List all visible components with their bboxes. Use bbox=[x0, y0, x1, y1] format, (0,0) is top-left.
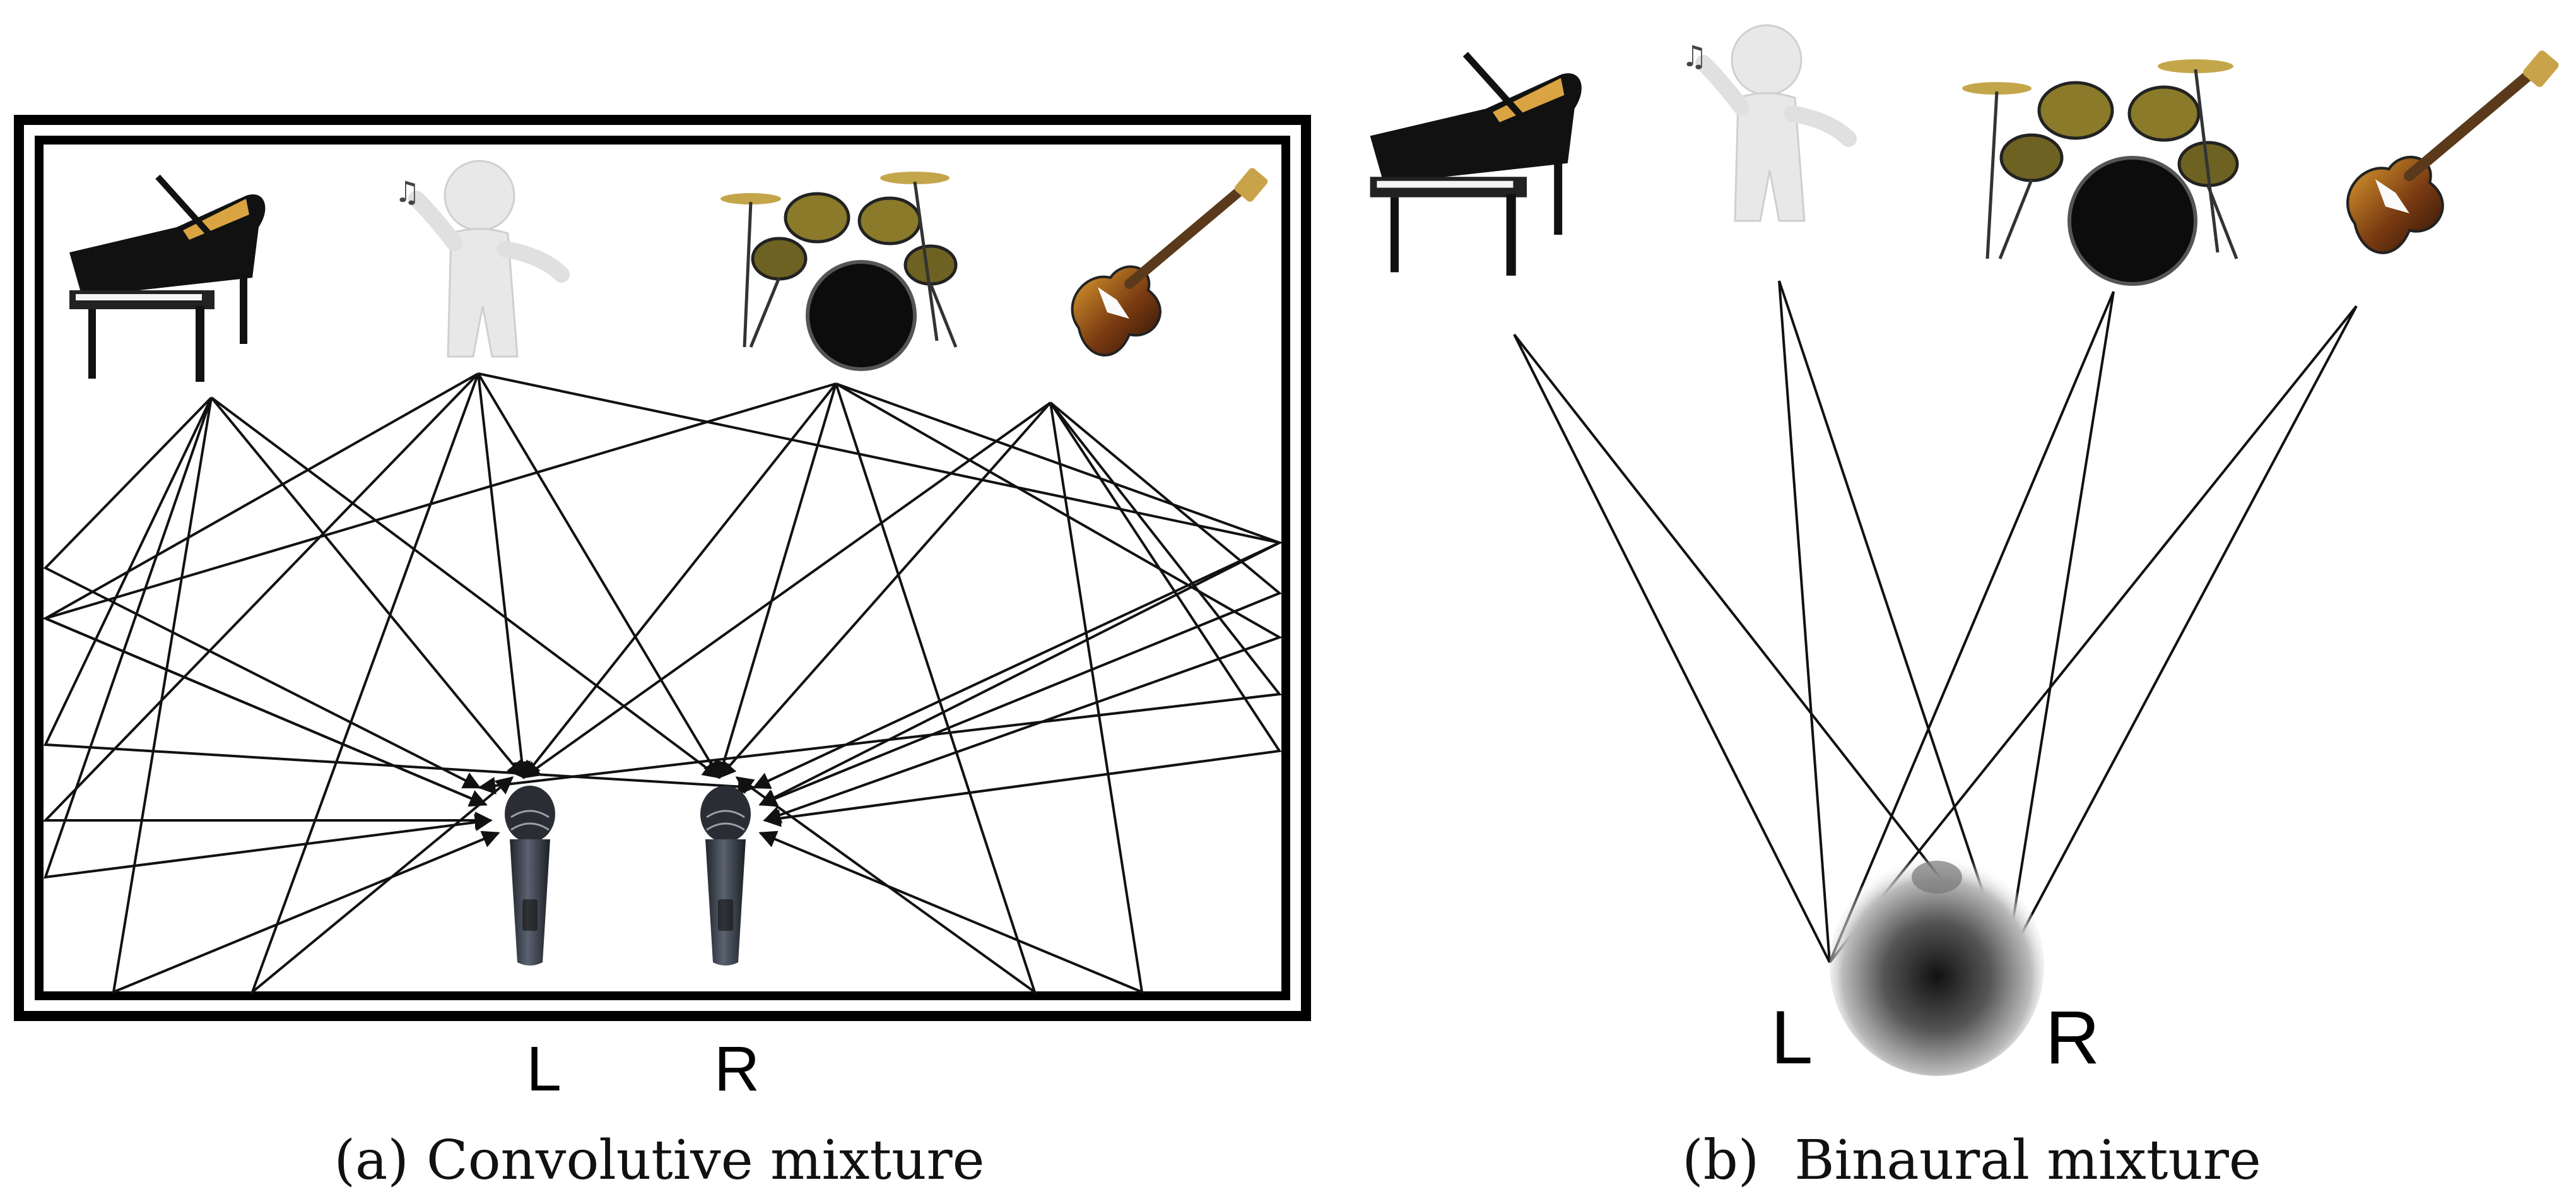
reflection-path bbox=[112, 397, 500, 995]
channel-right-label: R bbox=[714, 1034, 760, 1104]
direct-path-right-ear bbox=[2005, 291, 2115, 963]
caption-a: (a) Convolutive mixture bbox=[334, 1129, 985, 1192]
direct-path-right bbox=[210, 396, 721, 779]
caption-a-tag: (a) bbox=[334, 1129, 409, 1192]
panel-a: ♫ bbox=[14, 115, 1311, 1192]
direct-path-right bbox=[718, 401, 1052, 779]
svg-text:♫: ♫ bbox=[394, 175, 420, 209]
caption-b: (b) Binaural mixture bbox=[1682, 1129, 2261, 1192]
direct-path-left-ear bbox=[1778, 280, 1831, 963]
direct-path-left bbox=[477, 373, 531, 779]
reflection-path bbox=[735, 383, 1037, 996]
reflection-paths bbox=[42, 372, 1283, 996]
room-outer-wall bbox=[14, 115, 1311, 1021]
direct-path-left bbox=[522, 382, 837, 779]
singer-icon: ♫ bbox=[1681, 24, 1857, 222]
reflection-path bbox=[478, 372, 1283, 806]
bass-guitar-icon bbox=[1071, 168, 1268, 357]
room-inner-wall bbox=[35, 136, 1290, 1000]
direct-path-left-ear bbox=[1513, 334, 1831, 963]
direct-path-right bbox=[715, 383, 837, 779]
reflection-path bbox=[43, 397, 756, 796]
reflection-path bbox=[42, 382, 837, 807]
reflection-path bbox=[42, 372, 493, 829]
microphone-left-icon bbox=[505, 786, 555, 966]
caption-a-text: Convolutive mixture bbox=[426, 1129, 985, 1192]
reflection-path bbox=[763, 401, 1282, 827]
caption-b-tag: (b) bbox=[1682, 1129, 1759, 1192]
ear-right-label: R bbox=[2045, 995, 2100, 1080]
reflection-path bbox=[44, 397, 493, 879]
direct-path-right-ear bbox=[1778, 280, 2008, 963]
ear-left-label: L bbox=[1771, 995, 1813, 1080]
bass-guitar-icon bbox=[2346, 50, 2559, 254]
reflection-path bbox=[752, 382, 1283, 789]
reflection-path bbox=[478, 401, 1282, 794]
singer-icon: ♫ bbox=[394, 160, 570, 358]
reflection-path bbox=[249, 373, 514, 996]
reflection-path bbox=[758, 401, 1282, 807]
reflection-path bbox=[763, 382, 1283, 824]
drum-kit-icon bbox=[720, 172, 958, 371]
direct-path-right bbox=[477, 372, 720, 779]
caption-b-text: Binaural mixture bbox=[1794, 1129, 2261, 1192]
drum-kit-icon bbox=[1962, 59, 2239, 286]
piano-icon bbox=[1370, 52, 1582, 276]
direct-path-left-ear bbox=[1828, 305, 2358, 964]
listener-head-icon bbox=[1830, 855, 2044, 1076]
direct-path-left bbox=[210, 396, 525, 779]
channel-left-label: L bbox=[526, 1034, 562, 1104]
direct-path-left-ear bbox=[1828, 291, 2115, 963]
direct-path-left bbox=[522, 401, 1052, 779]
reflection-path bbox=[43, 396, 481, 789]
piano-icon bbox=[69, 174, 266, 382]
microphone-right-icon bbox=[700, 786, 751, 966]
direct-path-right-ear bbox=[2005, 305, 2358, 963]
panel-b: ♫ L R (b) Binaural mixture bbox=[1370, 24, 2559, 1192]
svg-text:♫: ♫ bbox=[1681, 39, 1707, 73]
reflection-path bbox=[758, 402, 1144, 995]
